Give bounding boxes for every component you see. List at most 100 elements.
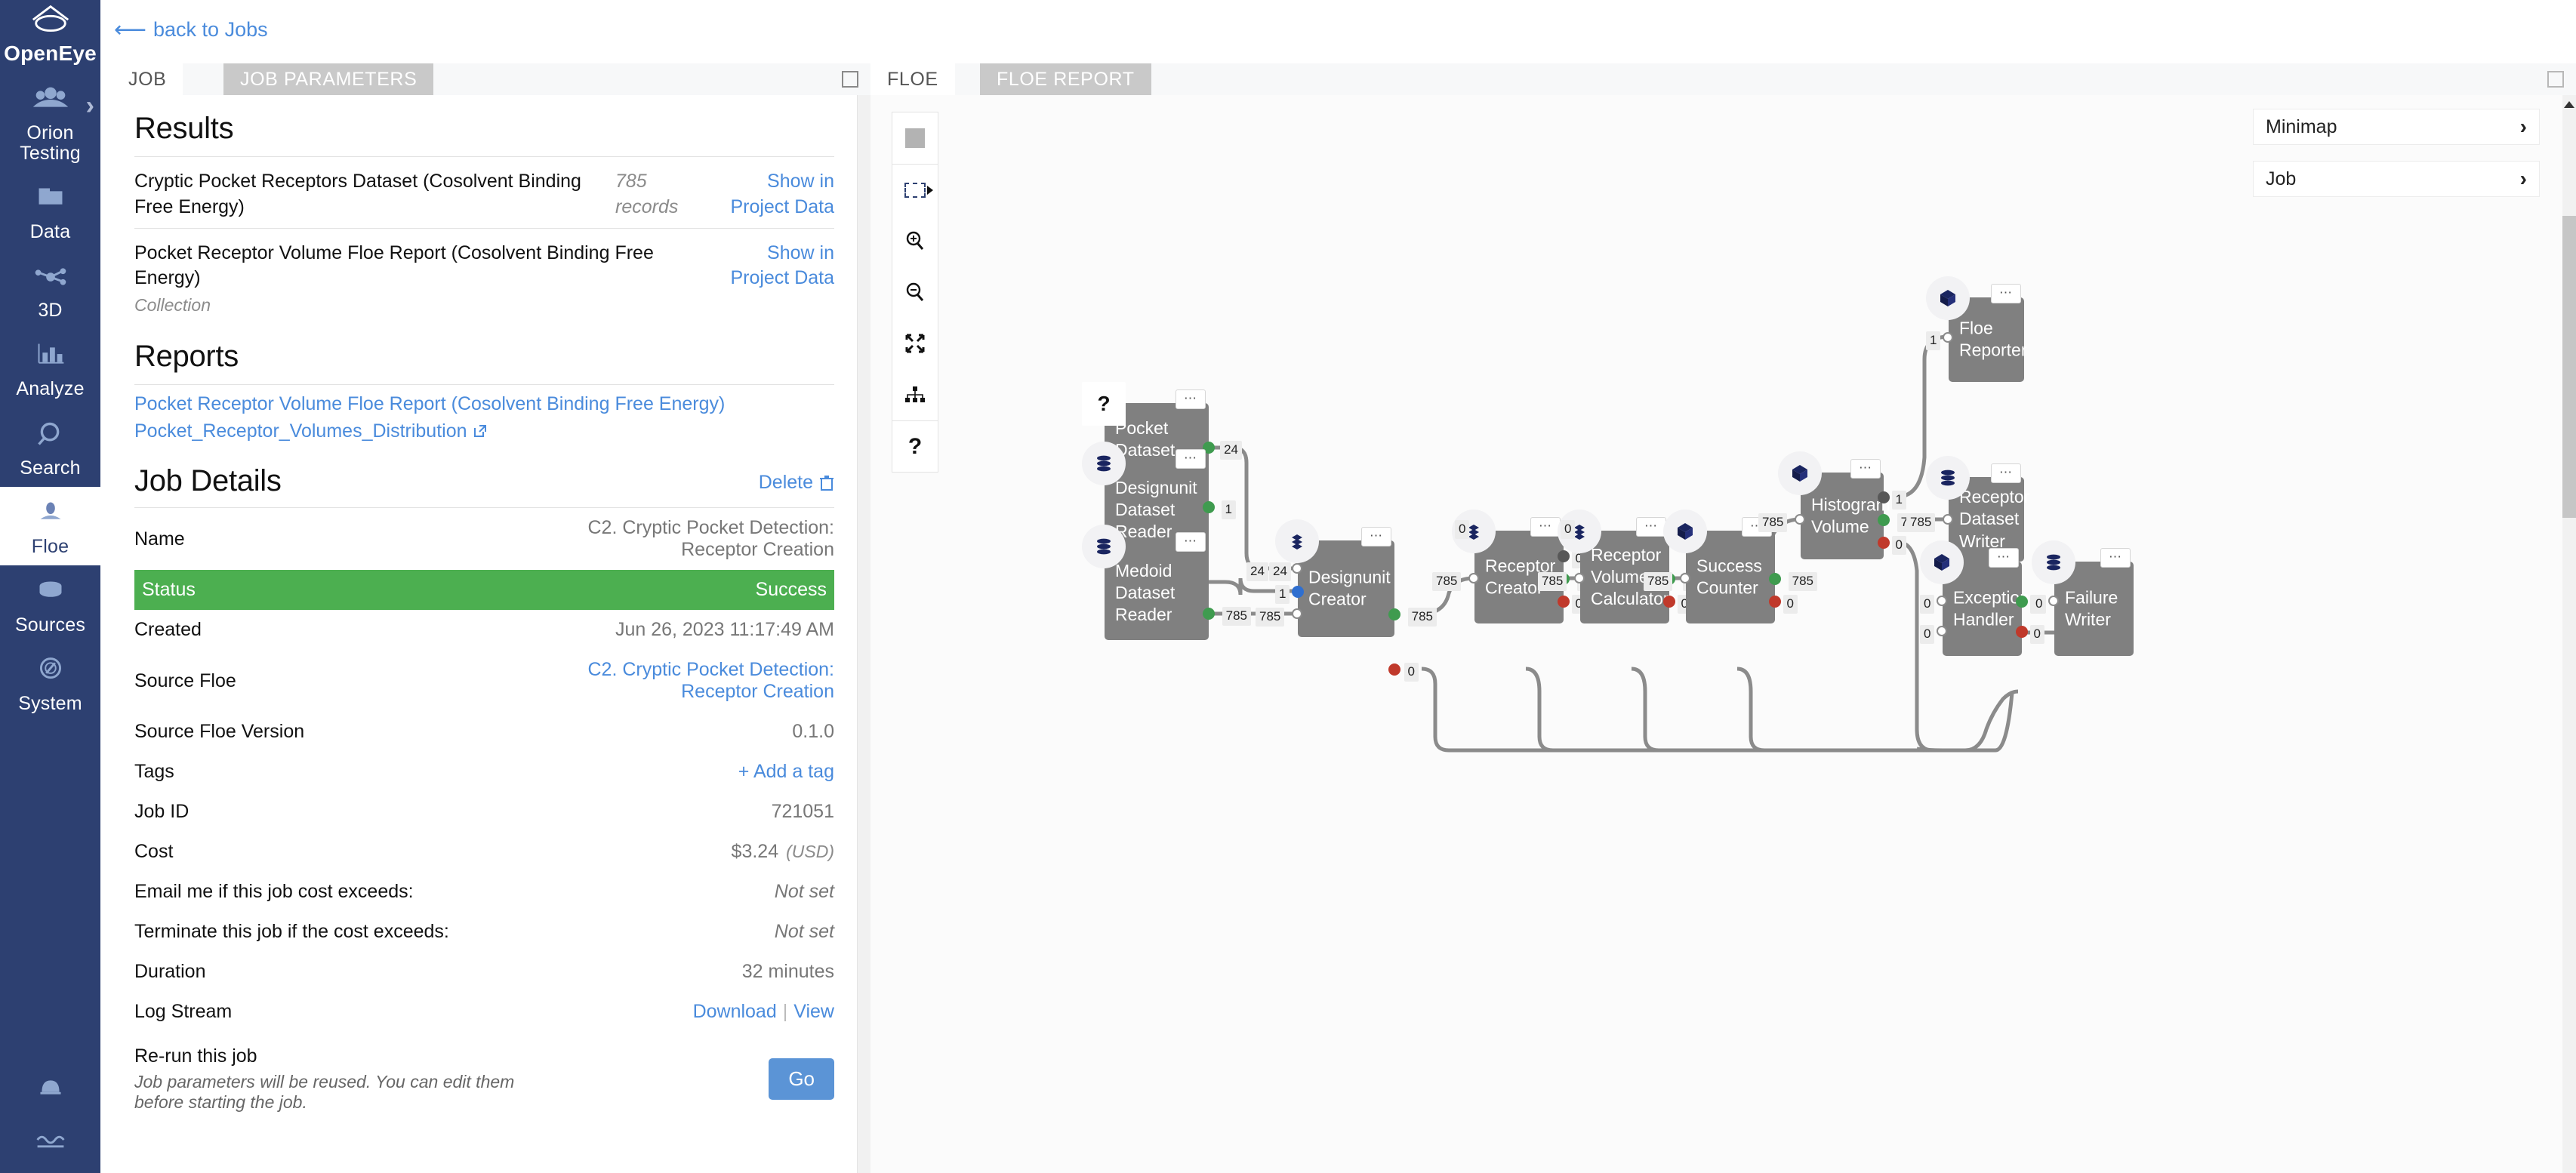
node-designunit-creator[interactable]: ⋯ Designunit Creator 24 24 1 785 785 0 [1246, 519, 1437, 682]
left-panel-scrollbar[interactable] [857, 95, 870, 1173]
sidebar-item-analyze[interactable]: Analyze [0, 329, 100, 408]
sidebar-item-system[interactable]: System [0, 644, 100, 722]
report-link-line1[interactable]: Pocket Receptor Volume Floe Report (Coso… [134, 393, 726, 414]
back-to-jobs-link[interactable]: ⟵ back to Jobs [114, 18, 268, 42]
brand-logo[interactable]: OpenEye [0, 0, 100, 73]
output-port[interactable] [1203, 501, 1215, 513]
scroll-up-icon[interactable] [2564, 101, 2574, 108]
output-port[interactable] [1203, 442, 1215, 454]
node-failure-writer[interactable]: ⋯ Failure Writer 0 [2032, 540, 2134, 656]
node-menu-button[interactable]: ⋯ [1176, 449, 1206, 469]
job-toggle[interactable]: Job › [2253, 161, 2540, 197]
result-subtype: Collection [134, 295, 211, 315]
output-port[interactable] [1878, 491, 1890, 503]
log-download-link[interactable]: Download [692, 1001, 777, 1022]
node-menu-button[interactable]: ⋯ [1176, 389, 1206, 409]
status-row: Status Success [134, 570, 834, 610]
source-floe-link[interactable]: C2. Cryptic Pocket Detection: Receptor C… [587, 659, 834, 702]
error-port[interactable] [1878, 537, 1890, 549]
node-menu-button[interactable]: ⋯ [1176, 532, 1206, 552]
error-port[interactable] [1769, 596, 1781, 608]
node-menu-button[interactable]: ⋯ [2100, 548, 2131, 568]
node-menu-button[interactable]: ⋯ [1991, 284, 2021, 303]
node-receptor-dataset-writer[interactable]: ⋯ Receptor Dataset Writer 785 [1906, 456, 2029, 562]
chevron-right-icon[interactable]: › [85, 91, 94, 121]
show-in-project-data-link[interactable]: Show in Project Data [730, 242, 834, 289]
sidebar-item-sources[interactable]: Sources [0, 565, 100, 644]
input-port[interactable] [1292, 586, 1304, 598]
output-port[interactable] [1558, 550, 1570, 562]
output-port[interactable] [2016, 596, 2028, 608]
select-tool[interactable] [892, 112, 938, 164]
input-port[interactable] [1292, 608, 1302, 619]
row-key: Name [134, 528, 185, 550]
show-in-project-data-link[interactable]: Show in Project Data [730, 171, 834, 217]
notifications-button[interactable] [0, 1061, 100, 1116]
floe-canvas[interactable]: ? Minimap › Job › [870, 95, 2562, 1173]
filled-square-icon [905, 128, 925, 148]
output-port[interactable] [1769, 573, 1781, 585]
node-histogram-volume[interactable]: ⋯ Histogram Volume 785 1 785 0 [1758, 451, 1926, 559]
marquee-tool[interactable] [892, 164, 938, 215]
error-port[interactable] [1558, 596, 1570, 608]
go-button[interactable]: Go [769, 1058, 834, 1100]
output-port[interactable] [1388, 608, 1400, 620]
output-port[interactable] [1203, 608, 1215, 620]
question-mark-icon: ? [1082, 382, 1126, 426]
maximize-icon[interactable] [842, 71, 858, 88]
scrollbar-thumb[interactable] [2562, 216, 2576, 518]
node-menu-button[interactable]: ⋯ [1989, 548, 2019, 568]
input-port[interactable] [1937, 626, 1947, 636]
bell-icon [39, 1080, 61, 1094]
fit-tool[interactable] [892, 318, 938, 369]
minimap-toggle[interactable]: Minimap › [2253, 109, 2540, 145]
output-count: 785 [1222, 607, 1251, 626]
node-exception-handler[interactable]: ⋯ Exception Handler 0 0 0 0 [1920, 540, 2044, 656]
input-port[interactable] [2048, 596, 2059, 606]
node-menu-button[interactable]: ⋯ [1991, 463, 2021, 483]
node-menu-button[interactable]: ⋯ [1636, 517, 1666, 537]
zoom-out-tool[interactable] [892, 266, 938, 318]
tab-floe[interactable]: FLOE [870, 63, 955, 95]
input-port[interactable] [1937, 596, 1947, 606]
delete-button[interactable]: Delete [759, 472, 834, 498]
error-port[interactable] [1663, 596, 1675, 608]
output-port[interactable] [1878, 514, 1890, 526]
input-port[interactable] [1292, 563, 1302, 574]
canvas-scrollbar[interactable] [2562, 95, 2576, 1173]
help-tool[interactable]: ? [892, 420, 938, 472]
sidebar-item-floe[interactable]: Floe [0, 486, 100, 566]
node-floe-reporter[interactable]: ⋯ Floe Reporter 1 [1926, 276, 2026, 382]
sidebar-item-data[interactable]: Data [0, 172, 100, 251]
sidebar-item-3d[interactable]: 3D [0, 251, 100, 329]
node-menu-button[interactable]: ⋯ [1850, 459, 1881, 479]
input-port[interactable] [1574, 573, 1585, 583]
log-view-link[interactable]: View [793, 1001, 834, 1022]
node-menu-button[interactable]: ⋯ [1530, 517, 1561, 537]
row-value: C2. Cryptic Pocket Detection: Receptor C… [587, 517, 834, 560]
input-port[interactable] [1795, 514, 1805, 525]
zoom-in-tool[interactable] [892, 215, 938, 266]
report-link-line2[interactable]: Pocket_Receptor_Volumes_Distribution [134, 420, 467, 442]
tab-job-parameters[interactable]: JOB PARAMETERS [223, 63, 434, 95]
chevron-right-icon[interactable] [927, 186, 933, 195]
layout-tool[interactable] [892, 369, 938, 420]
node-medoid-dataset-reader[interactable]: ⋯ Medoid Dataset Reader 785 [1082, 525, 1251, 640]
external-link-icon[interactable] [473, 423, 488, 439]
tab-job[interactable]: JOB [112, 63, 183, 95]
node-menu-button[interactable]: ⋯ [1361, 527, 1391, 546]
input-port[interactable] [1468, 573, 1479, 583]
input-port[interactable] [1943, 514, 1953, 525]
tab-floe-report[interactable]: FLOE REPORT [980, 63, 1151, 95]
activity-button[interactable] [0, 1116, 100, 1170]
input-port[interactable] [1680, 573, 1690, 583]
node-success-counter[interactable]: ⋯ Success Counter 785 785 0 [1644, 510, 1817, 623]
floe-graph[interactable]: ⋯ ? Pocket Dataset Reader 24 ⋯ Designuni… [870, 95, 2562, 1173]
input-port[interactable] [1943, 332, 1953, 343]
error-port[interactable] [1388, 663, 1400, 676]
error-port[interactable] [2016, 626, 2028, 638]
sidebar-item-search[interactable]: Search [0, 408, 100, 487]
maximize-icon[interactable] [2547, 71, 2564, 88]
sidebar-item-orion-testing[interactable]: Orion Testing › [0, 73, 100, 172]
add-a-tag-button[interactable]: + Add a tag [738, 761, 834, 782]
